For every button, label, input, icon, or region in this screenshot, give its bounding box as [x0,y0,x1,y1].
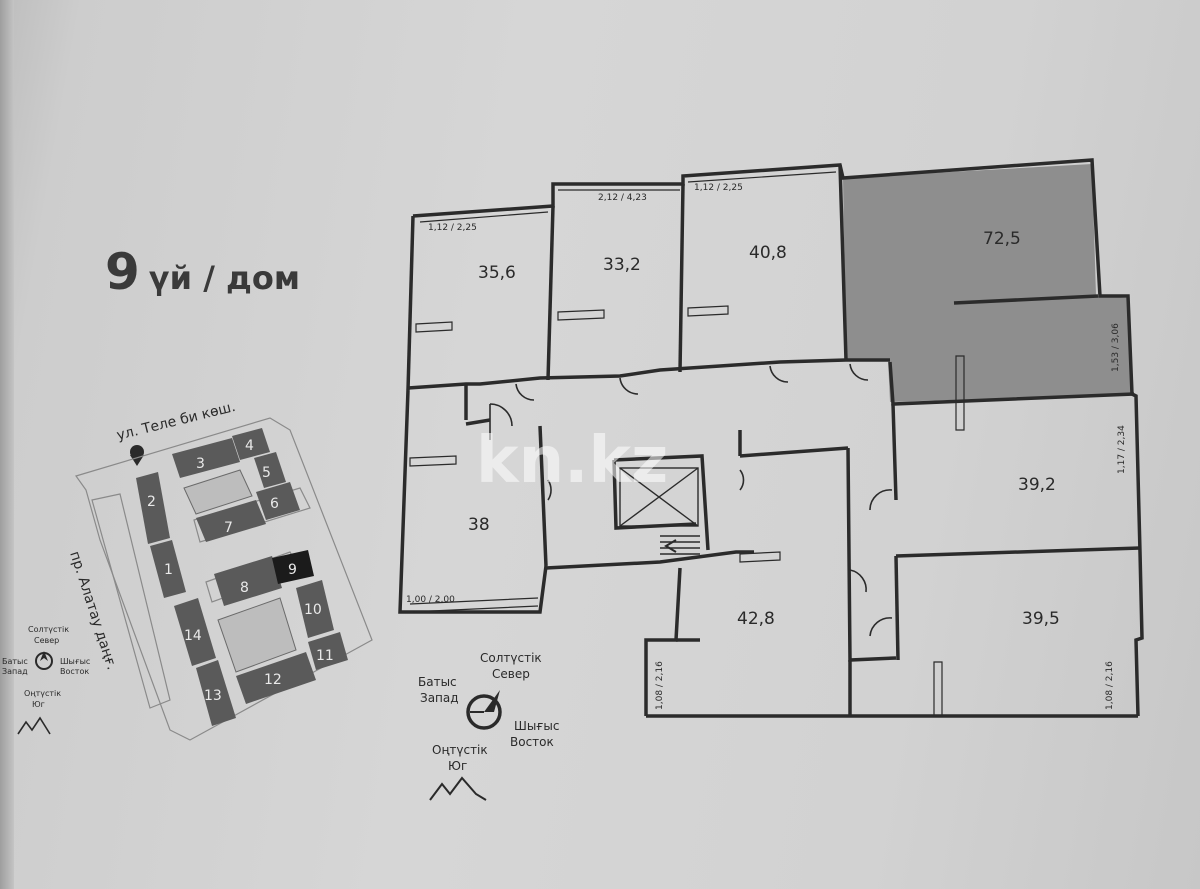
unit-fill-72-5 [843,164,1132,402]
svg-text:13: 13 [204,688,222,704]
svg-text:Шығыс: Шығыс [514,719,559,733]
unit-areas: 35,6 33,2 40,8 72,5 38 39,2 42,8 39,5 [468,229,1060,629]
svg-text:1: 1 [164,562,173,578]
svg-text:Оңтүстік: Оңтүстік [432,743,488,757]
svg-text:1,00 / 2,00: 1,00 / 2,00 [406,595,455,605]
windows [409,171,965,717]
svg-text:14: 14 [184,628,202,644]
site-building-numbers: 3 4 5 6 7 2 1 8 9 10 11 12 14 13 [147,438,334,704]
svg-text:Восток: Восток [510,735,554,749]
svg-text:Шығыс: Шығыс [60,657,90,666]
svg-text:Юг: Юг [448,759,467,773]
unit-area-39-5: 39,5 [1022,609,1060,629]
site-courtyards [183,469,297,673]
plan-compass: Солтүстік Север Батыс Запад Шығыс Восток… [418,651,559,801]
unit-area-35-6: 35,6 [478,263,516,283]
svg-text:8: 8 [240,580,249,596]
svg-text:Север: Север [34,636,59,645]
svg-text:11: 11 [316,648,334,664]
svg-text:Север: Север [492,667,530,681]
mountains-icon [429,776,487,801]
svg-text:10: 10 [304,602,322,618]
building-number: 9 [105,243,140,301]
svg-text:3: 3 [196,456,205,472]
site-compass: Солтүстік Север Батыс Запад Шығыс Восток… [2,625,90,735]
svg-text:12: 12 [264,672,282,688]
stairs-icon [619,467,700,555]
unit-area-33-2: 33,2 [603,255,641,275]
svg-text:Солтүстік: Солтүстік [480,651,542,665]
svg-text:2: 2 [147,494,156,510]
building-word: үй / дом [148,259,301,297]
svg-text:Батыс: Батыс [418,675,457,689]
svg-text:7: 7 [224,520,233,536]
svg-text:1,12 / 2,25: 1,12 / 2,25 [428,223,477,233]
svg-text:Запад: Запад [2,667,28,676]
location-pin-icon [130,445,144,466]
walls [398,158,1144,718]
mountains-icon [17,716,51,735]
unit-area-40-8: 40,8 [749,243,787,263]
unit-area-39-2: 39,2 [1018,475,1056,495]
site-building-highlighted [272,550,314,584]
svg-text:Батыс: Батыс [2,657,28,666]
svg-text:6: 6 [270,496,279,512]
svg-text:1,17 / 2,34: 1,17 / 2,34 [1117,425,1127,474]
svg-text:Запад: Запад [420,691,459,705]
svg-text:4: 4 [245,438,254,454]
unit-area-38: 38 [468,515,490,535]
compass-icon [466,690,502,730]
doors [489,363,893,637]
svg-text:1,08 / 2,16: 1,08 / 2,16 [655,661,665,710]
unit-area-72-5: 72,5 [983,229,1021,249]
svg-text:Солтүстік: Солтүстік [28,625,69,634]
watermark: kn.kz [476,424,668,498]
svg-text:Восток: Восток [60,667,89,676]
svg-text:Юг: Юг [32,700,45,709]
svg-text:1,53 / 3,06: 1,53 / 3,06 [1111,323,1121,372]
dimension-labels: 1,12 / 2,25 2,12 / 4,23 1,12 / 2,25 1,53… [406,183,1127,710]
svg-text:2,12 / 4,23: 2,12 / 4,23 [598,193,647,203]
svg-text:5: 5 [262,465,271,481]
site-highlight-number: 9 [288,562,297,578]
unit-area-42-8: 42,8 [737,609,775,629]
svg-text:Оңтүстік: Оңтүстік [24,689,61,698]
svg-text:1,08 / 2,16: 1,08 / 2,16 [1105,661,1115,710]
svg-text:1,12 / 2,25: 1,12 / 2,25 [694,183,743,193]
site-buildings [136,428,348,726]
